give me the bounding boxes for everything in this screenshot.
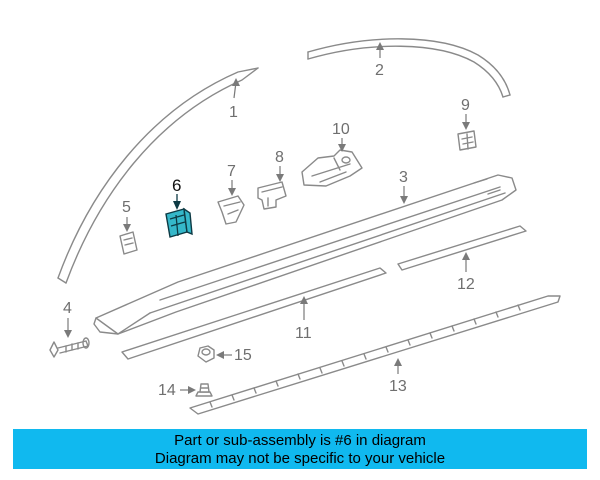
part-6-clip-highlighted (165, 207, 193, 238)
info-banner: Part or sub-assembly is #6 in diagram Di… (13, 429, 587, 469)
callout-1: 1 (229, 104, 238, 121)
part-10-support (301, 149, 363, 187)
callout-10: 10 (332, 121, 350, 138)
part-15-nut (197, 345, 215, 363)
callout-14: 14 (158, 382, 176, 399)
callout-11: 11 (295, 325, 312, 342)
callout-12: 12 (457, 276, 475, 293)
callout-7: 7 (227, 163, 236, 180)
callout-numbers: 1 2 3 4 5 6 7 8 9 10 11 12 13 14 15 (63, 62, 475, 399)
banner-line-1: Part or sub-assembly is #6 in diagram (174, 432, 426, 449)
callout-13: 13 (389, 378, 407, 395)
part-14-push-clip (195, 383, 213, 397)
callout-6: 6 (172, 176, 181, 195)
part-1-pillar-molding (57, 67, 259, 284)
part-5-clip (119, 231, 138, 255)
callout-8: 8 (275, 149, 284, 166)
callout-4: 4 (63, 300, 72, 317)
part-9-fastener (457, 130, 477, 151)
callout-3: 3 (399, 169, 408, 186)
part-4-push-pin (49, 337, 90, 358)
part-12-rear-strip (397, 225, 527, 271)
part-8-bracket (257, 181, 287, 210)
part-2-roof-molding (307, 38, 511, 98)
callout-5: 5 (122, 199, 131, 216)
callout-15: 15 (234, 347, 252, 364)
part-7-bracket (217, 195, 245, 225)
callout-2: 2 (375, 62, 384, 79)
callout-leaders (64, 42, 470, 394)
part-11-lower-strip (121, 267, 387, 360)
part-13-long-molding (189, 295, 561, 415)
parts-diagram: 1 2 3 4 5 6 7 8 9 10 11 12 13 14 15 (49, 38, 561, 415)
part-3-rocker-molding (93, 174, 517, 335)
callout-9: 9 (461, 97, 470, 114)
banner-line-2: Diagram may not be specific to your vehi… (154, 450, 446, 467)
